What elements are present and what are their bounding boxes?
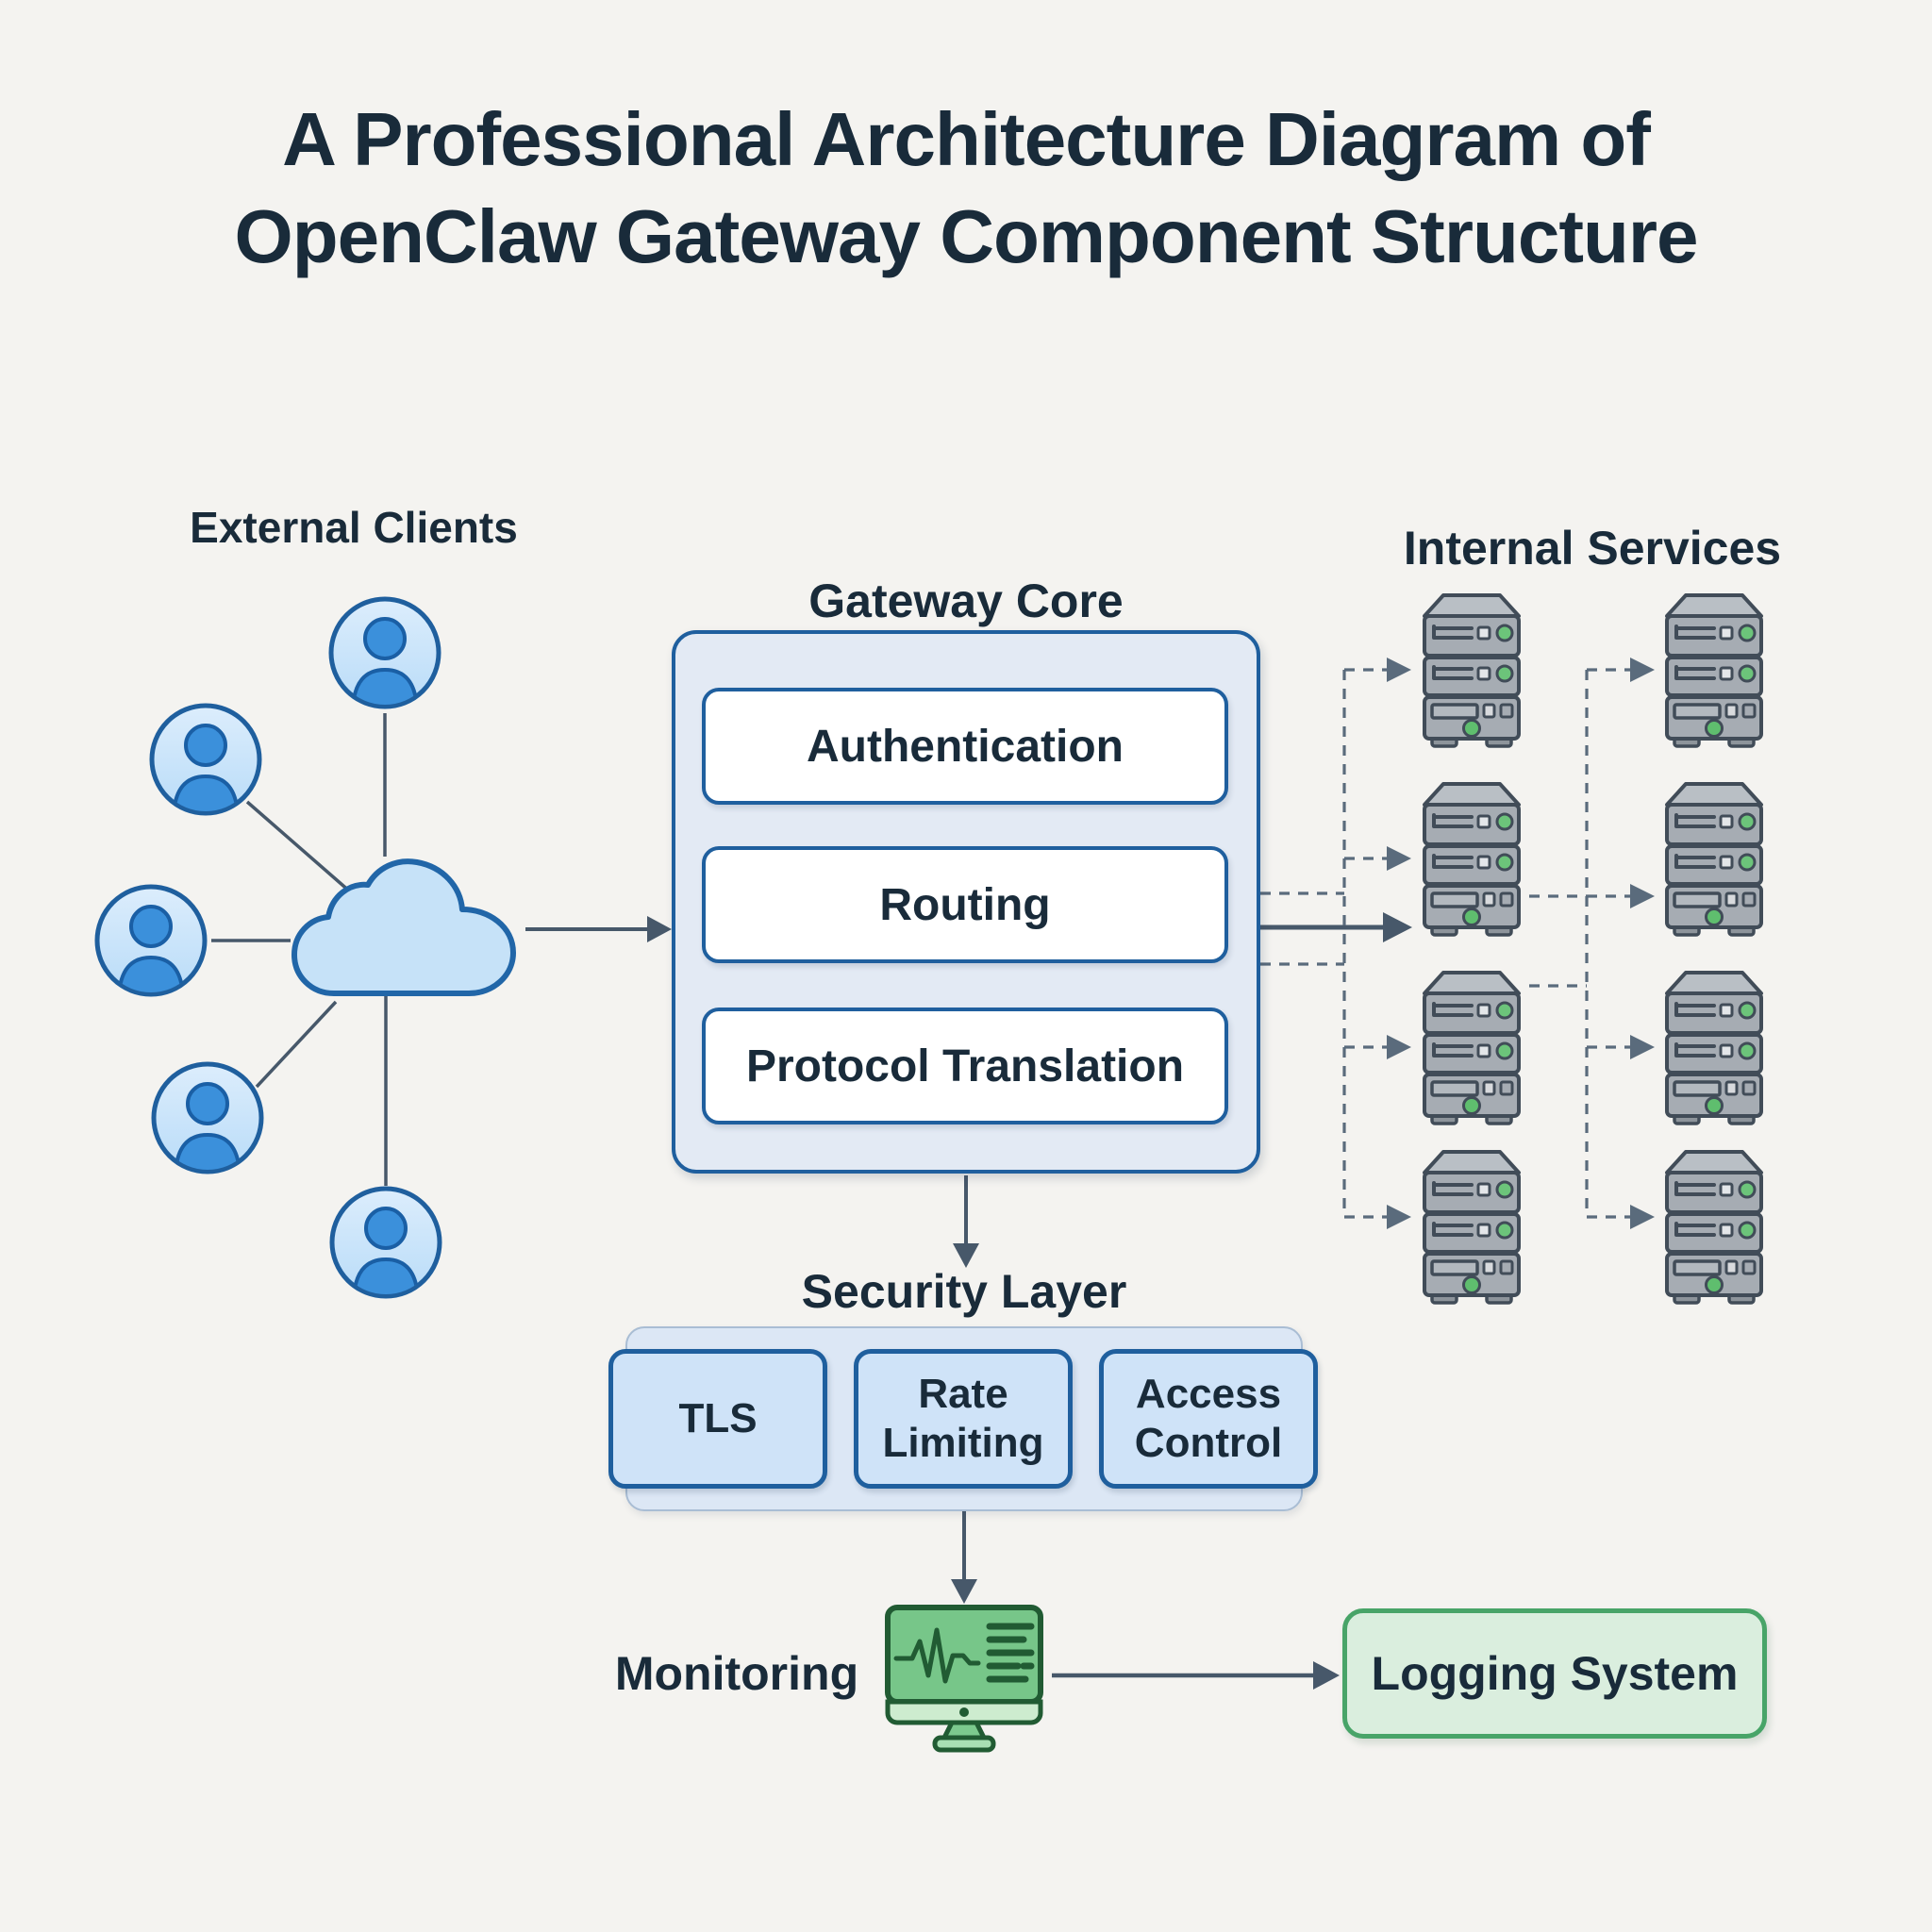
user-avatar-icon — [327, 1184, 444, 1301]
internal-services-label: Internal Services — [1403, 522, 1782, 575]
cloud-gateway-arrow — [525, 916, 672, 942]
server-icon — [1657, 1144, 1772, 1307]
logging-system-box: Logging System — [1342, 1608, 1767, 1739]
monitor-logging-arrow — [1052, 1661, 1340, 1690]
tls-box: TLS — [608, 1349, 827, 1489]
cloud-icon — [285, 854, 526, 1000]
user-avatar-icon — [92, 882, 209, 999]
server-icon — [1414, 965, 1529, 1127]
client-cloud-links — [211, 713, 388, 1186]
server-icon — [1414, 588, 1529, 750]
page-title-line-1: A Professional Architecture Diagram of — [282, 97, 1651, 181]
server-icon — [1657, 776, 1772, 939]
server-icon — [1657, 965, 1772, 1127]
external-clients-label: External Clients — [190, 503, 518, 552]
gateway-service-dashed-links — [1260, 668, 1634, 1219]
monitor-pulse-icon — [884, 1604, 1044, 1753]
page-title-line-2: OpenClaw Gateway Component Structure — [234, 194, 1699, 279]
security-layer-label: Security Layer — [801, 1265, 1127, 1318]
server-icon — [1657, 588, 1772, 750]
security-monitor-arrow — [951, 1511, 977, 1604]
routing-box: Routing — [702, 846, 1228, 963]
rate-limiting-box: Rate Limiting — [854, 1349, 1073, 1489]
server-icon — [1414, 1144, 1529, 1307]
access-control-box: Access Control — [1099, 1349, 1318, 1489]
server-icon — [1414, 776, 1529, 939]
monitoring-label: Monitoring — [614, 1647, 859, 1700]
gateway-service-solid-arrow — [1260, 912, 1412, 942]
user-avatar-icon — [147, 701, 264, 818]
user-avatar-icon — [149, 1059, 266, 1176]
user-avatar-icon — [326, 594, 443, 711]
protocol-translation-box: Protocol Translation — [702, 1008, 1228, 1124]
gateway-security-arrow — [953, 1175, 979, 1268]
gateway-core-label: Gateway Core — [808, 575, 1124, 627]
authentication-box: Authentication — [702, 688, 1228, 805]
page-title: A Professional Architecture Diagram of O… — [0, 91, 1932, 285]
dashed-arrowheads — [1387, 658, 1655, 1229]
